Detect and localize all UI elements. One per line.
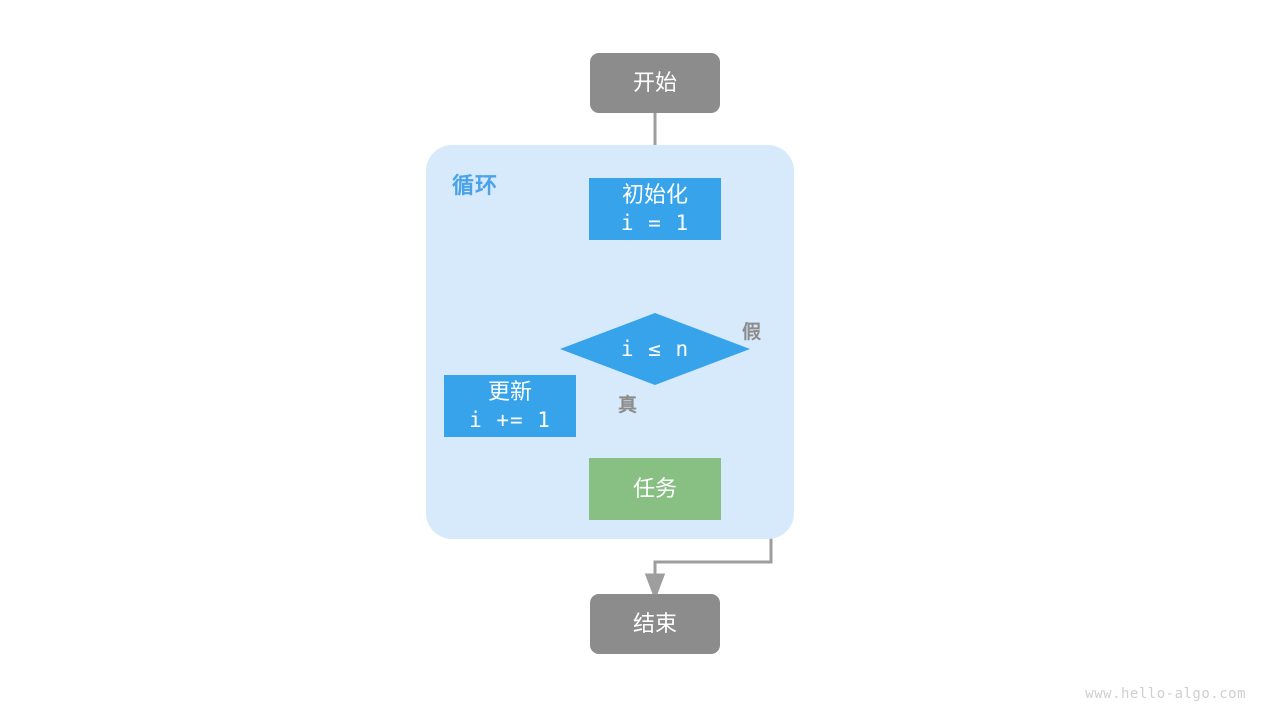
edge-label-true: 真 bbox=[618, 395, 638, 416]
watermark: www.hello-algo.com bbox=[1085, 686, 1246, 702]
node-update-label: 更新 bbox=[487, 379, 532, 404]
node-task[interactable]: 任务 bbox=[589, 458, 721, 520]
node-start-label: 开始 bbox=[632, 70, 677, 95]
node-init[interactable]: 初始化 i = 1 bbox=[589, 178, 721, 240]
node-start[interactable]: 开始 bbox=[590, 53, 720, 113]
edge-label-false: 假 bbox=[742, 322, 762, 343]
node-update-code: i += 1 bbox=[469, 408, 551, 432]
node-end-label: 结束 bbox=[632, 611, 677, 636]
node-task-label: 任务 bbox=[632, 476, 677, 501]
node-update[interactable]: 更新 i += 1 bbox=[444, 375, 576, 437]
node-decision-label: i ≤ n bbox=[620, 337, 690, 361]
node-decision[interactable]: i ≤ n bbox=[560, 313, 750, 385]
node-end[interactable]: 结束 bbox=[590, 594, 720, 654]
loop-container-label: 循环 bbox=[452, 173, 499, 198]
node-init-label: 初始化 bbox=[621, 182, 688, 207]
node-init-code: i = 1 bbox=[620, 211, 690, 235]
